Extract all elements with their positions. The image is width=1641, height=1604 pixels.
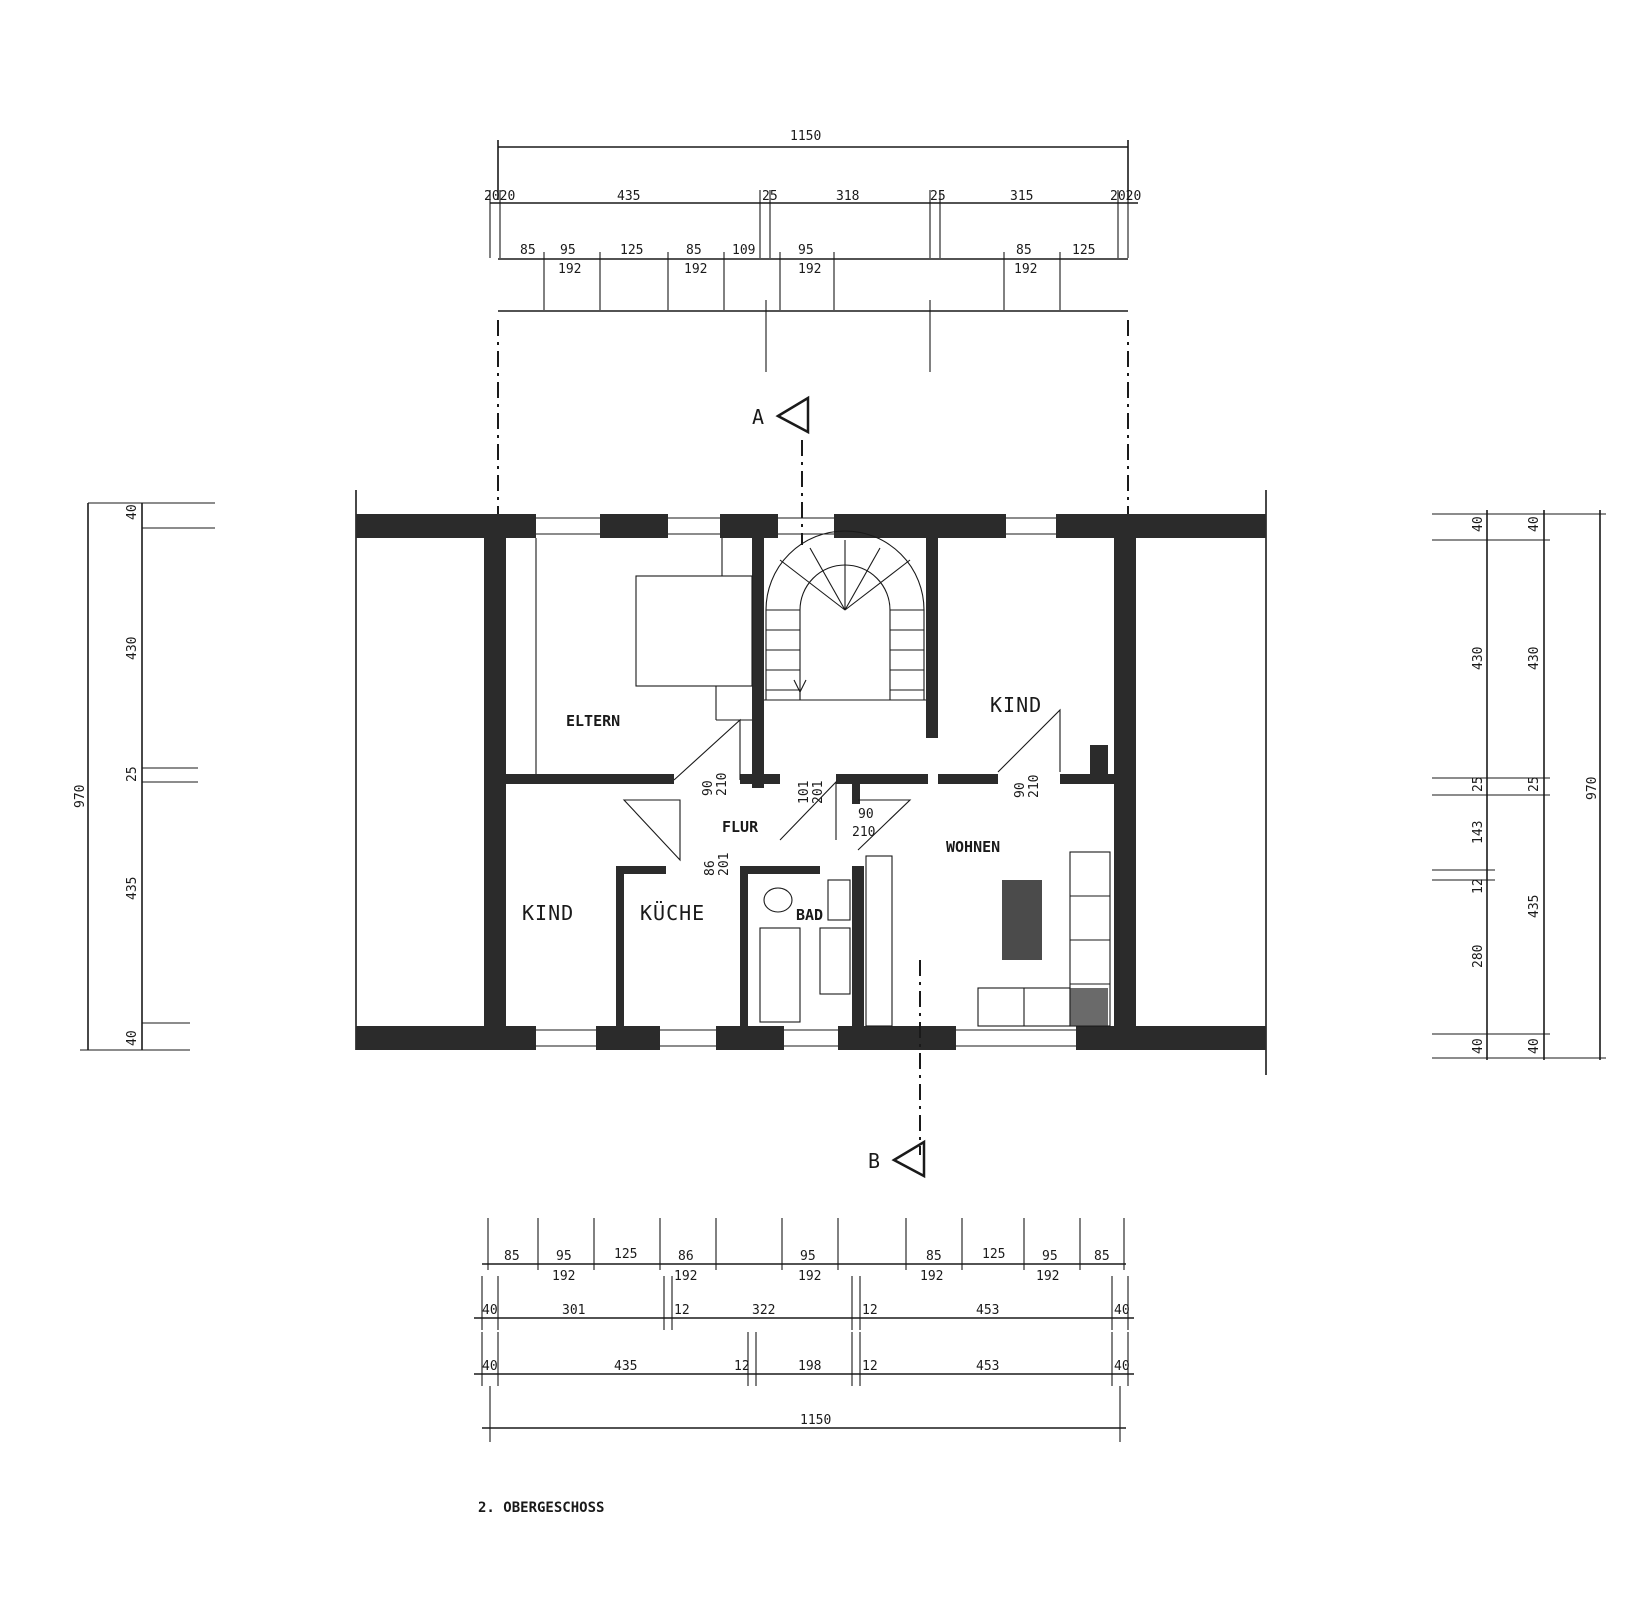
right-outer-dim: 430 [1527, 647, 1542, 670]
bottom-row1-dim: 85 [926, 1249, 942, 1264]
bottom-row3-dim: 435 [614, 1359, 637, 1374]
room-label-flur: FLUR [722, 818, 759, 836]
room-label-kueche: KÜCHE [640, 901, 705, 925]
bottom-row1-dim: 125 [614, 1247, 637, 1262]
section-a-label: A [752, 405, 765, 429]
door-mark: 210 [715, 773, 730, 796]
drawing-title: 2. OBERGESCHOSS [478, 1500, 604, 1516]
bottom-row2-dim: 301 [562, 1303, 585, 1318]
bottom-row3-dim: 198 [798, 1359, 821, 1374]
bottom-row1-sub-dim: 192 [674, 1269, 697, 1284]
right-inner-dim: 143 [1471, 821, 1486, 844]
bottom-row2-dim: 40 [482, 1303, 498, 1318]
left-dim: 25 [125, 766, 140, 782]
left-dim: 40 [125, 504, 140, 520]
bottom-row1-sub-dim: 192 [1036, 1269, 1059, 1284]
room-label-eltern: ELTERN [566, 712, 620, 730]
top-row2-sub-dim: 192 [558, 262, 581, 277]
bottom-row3-dim: 40 [1114, 1359, 1130, 1374]
bottom-row1-dim: 95 [800, 1249, 816, 1264]
top-row2-dim: 125 [620, 243, 643, 258]
left-dim: 435 [125, 877, 140, 900]
door-mark: 101 [797, 781, 812, 804]
top-row1-dim: 2020 [484, 189, 515, 204]
door-mark: 210 [852, 825, 875, 840]
right-outer-dim: 25 [1527, 776, 1542, 792]
building-plan: ELTERN KIND KIND KÜCHE BAD FLUR WOHNEN 9… [355, 490, 1267, 1075]
bottom-row1-dim: 86 [678, 1249, 694, 1264]
top-row2-sub-dim: 192 [1014, 262, 1037, 277]
bottom-row3-dim: 12 [734, 1359, 750, 1374]
section-marker-b: B [868, 960, 926, 1179]
room-label-kind-ne: KIND [990, 693, 1042, 717]
room-label-kind-sw: KIND [522, 901, 574, 925]
bottom-row1-sub-dim: 192 [798, 1269, 821, 1284]
left-dimension-chain: 40 430 25 435 40 970 [73, 502, 215, 1051]
door-mark: 90 [1013, 782, 1028, 798]
right-inner-dim: 280 [1471, 945, 1486, 968]
bottom-dimension-chain: 85 95 125 86 95 85 125 95 85 192 192 192… [474, 1218, 1134, 1442]
left-dim: 40 [125, 1030, 140, 1046]
door-mark: 210 [1027, 775, 1042, 798]
room-label-wohnen: WOHNEN [946, 838, 1000, 856]
top-row2-dim: 109 [732, 243, 755, 258]
bottom-row2-dim: 322 [752, 1303, 775, 1318]
top-row2-dim: 85 [1016, 243, 1032, 258]
right-outer-dim: 435 [1527, 895, 1542, 918]
bottom-row1-dim: 95 [556, 1249, 572, 1264]
top-row1-dim: 25 [930, 189, 946, 204]
door-mark: 90 [858, 807, 874, 822]
bottom-row1-dim: 95 [1042, 1249, 1058, 1264]
top-row2-dim: 95 [798, 243, 814, 258]
door-mark: 86 [703, 860, 718, 876]
right-inner-dim: 25 [1471, 776, 1486, 792]
top-row2-dim: 85 [520, 243, 536, 258]
top-row2-sub-dim: 192 [798, 262, 821, 277]
bottom-row2-dim: 453 [976, 1303, 999, 1318]
bottom-row3-dim: 453 [976, 1359, 999, 1374]
bottom-row2-dim: 12 [674, 1303, 690, 1318]
left-overall-dim: 970 [73, 785, 88, 808]
section-b-label: B [868, 1149, 881, 1173]
top-overall-dim: 1150 [790, 129, 821, 144]
right-inner-dim: 40 [1471, 516, 1486, 532]
top-dimension-chain: 1150 2020 435 25 318 25 315 2020 85 95 1… [484, 129, 1141, 372]
bottom-row1-sub-dim: 192 [920, 1269, 943, 1284]
top-row2-dim: 125 [1072, 243, 1095, 258]
section-marker-a: A [752, 395, 810, 545]
bottom-row2-dim: 40 [1114, 1303, 1130, 1318]
bottom-row1-sub-dim: 192 [552, 1269, 575, 1284]
right-overall-dim: 970 [1585, 777, 1600, 800]
bottom-row1-dim: 125 [982, 1247, 1005, 1262]
right-inner-dim: 430 [1471, 647, 1486, 670]
top-row1-dim: 315 [1010, 189, 1033, 204]
bottom-row3-dim: 12 [862, 1359, 878, 1374]
door-mark: 201 [811, 781, 826, 804]
door-mark: 90 [701, 780, 716, 796]
staircase [764, 530, 926, 701]
right-outer-dim: 40 [1527, 1038, 1542, 1054]
bottom-row1-dim: 85 [1094, 1249, 1110, 1264]
bottom-row1-dim: 85 [504, 1249, 520, 1264]
top-row1-dim: 2020 [1110, 189, 1141, 204]
bottom-row2-dim: 12 [862, 1303, 878, 1318]
top-row2-dim: 85 [686, 243, 702, 258]
top-row1-dim: 435 [617, 189, 640, 204]
top-row2-dim: 95 [560, 243, 576, 258]
left-dim: 430 [125, 637, 140, 660]
right-inner-dim: 40 [1471, 1038, 1486, 1054]
bottom-row3-dim: 40 [482, 1359, 498, 1374]
room-label-bad: BAD [796, 906, 823, 924]
bottom-overall-dim: 1150 [800, 1413, 831, 1428]
top-row2-sub-dim: 192 [684, 262, 707, 277]
top-row1-dim: 318 [836, 189, 859, 204]
right-inner-dim: 12 [1471, 878, 1486, 894]
door-mark: 201 [717, 853, 732, 876]
right-dimension-chain: 40 430 25 143 12 280 40 40 430 25 435 40… [1432, 510, 1606, 1060]
top-row1-dim: 25 [762, 189, 778, 204]
right-outer-dim: 40 [1527, 516, 1542, 532]
